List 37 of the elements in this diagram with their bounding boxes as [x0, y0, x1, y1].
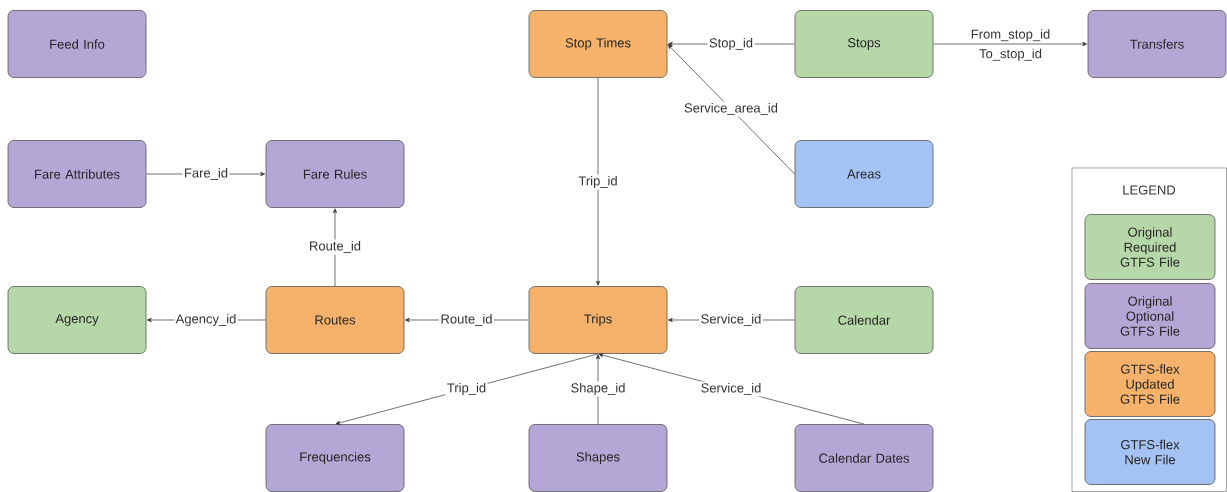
- file-box: Fare Rules: [265, 140, 405, 208]
- file-box: Transfers: [1087, 10, 1227, 78]
- legend-key: GTFS-flex Updated GTFS File: [1084, 351, 1216, 417]
- file-box: Stop Times: [528, 10, 668, 78]
- file-box: Areas: [794, 140, 934, 208]
- edge-label: Shape_id: [569, 381, 627, 397]
- edge-label: Route_id: [439, 312, 495, 328]
- edge-label: Trip_id: [445, 381, 488, 397]
- edge-label: Service_id: [699, 381, 763, 397]
- arrow: [933, 41, 1088, 47]
- edge-label: Trip_id: [576, 174, 620, 190]
- edge-label: Service_area_id: [682, 101, 780, 117]
- edge-label: Agency_id: [174, 312, 238, 328]
- arrow: [332, 208, 338, 287]
- file-box: Fare Attributes: [7, 140, 147, 208]
- file-box: Feed Info: [7, 10, 147, 78]
- edge-label: Stop_id: [707, 36, 755, 52]
- legend-key: Original Optional GTFS File: [1084, 283, 1216, 349]
- file-box: Calendar Dates: [794, 424, 934, 492]
- file-box: Shapes: [528, 424, 668, 492]
- arrow: [595, 354, 601, 425]
- legend-key: Original Required GTFS File: [1084, 214, 1216, 280]
- file-box: Stops: [794, 10, 934, 78]
- edge-label: From_stop_id: [969, 27, 1052, 43]
- file-box: Frequencies: [265, 424, 405, 492]
- file-box: Trips: [528, 286, 668, 354]
- arrow: [595, 77, 601, 286]
- file-box: Calendar: [794, 286, 934, 354]
- edge-label: Route_id: [307, 239, 363, 255]
- file-box: Routes: [265, 286, 405, 354]
- edge-label: Service_id: [699, 312, 763, 328]
- arrow: [667, 44, 795, 175]
- file-box: Agency: [7, 286, 147, 354]
- legend-key: GTFS-flex New File: [1084, 419, 1216, 485]
- legend-title: LEGEND: [1123, 185, 1176, 195]
- edge-label: Fare_id: [182, 166, 230, 182]
- field-name: To_stop_id: [977, 47, 1044, 63]
